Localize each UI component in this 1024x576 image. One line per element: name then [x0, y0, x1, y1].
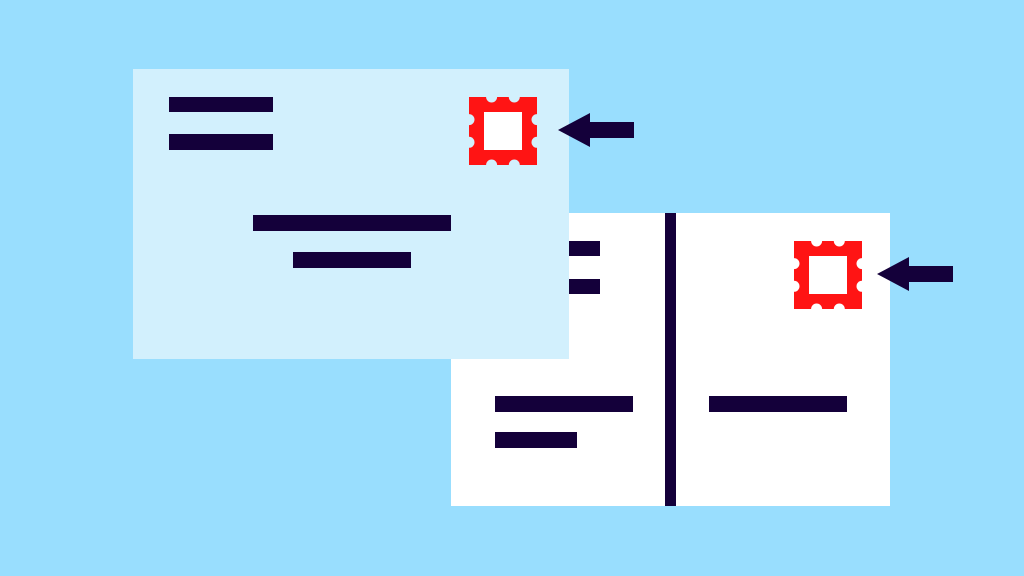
- envelope-recipient-line: [293, 252, 411, 268]
- envelope-sender-line: [169, 134, 273, 150]
- postcard-message-line: [495, 396, 633, 412]
- postcard-address-line: [560, 279, 600, 294]
- postcard-divider: [665, 213, 676, 506]
- envelope: [133, 69, 569, 359]
- postage-stamp-icon: [469, 97, 537, 165]
- postcard-address-line: [560, 241, 600, 256]
- postcard-recipient-line: [709, 396, 847, 412]
- envelope-recipient-line: [253, 215, 451, 231]
- arrow-left-icon: [558, 113, 634, 147]
- envelope-sender-line: [169, 97, 273, 112]
- postcard-message-line: [495, 432, 577, 448]
- postage-stamp-icon: [794, 241, 862, 309]
